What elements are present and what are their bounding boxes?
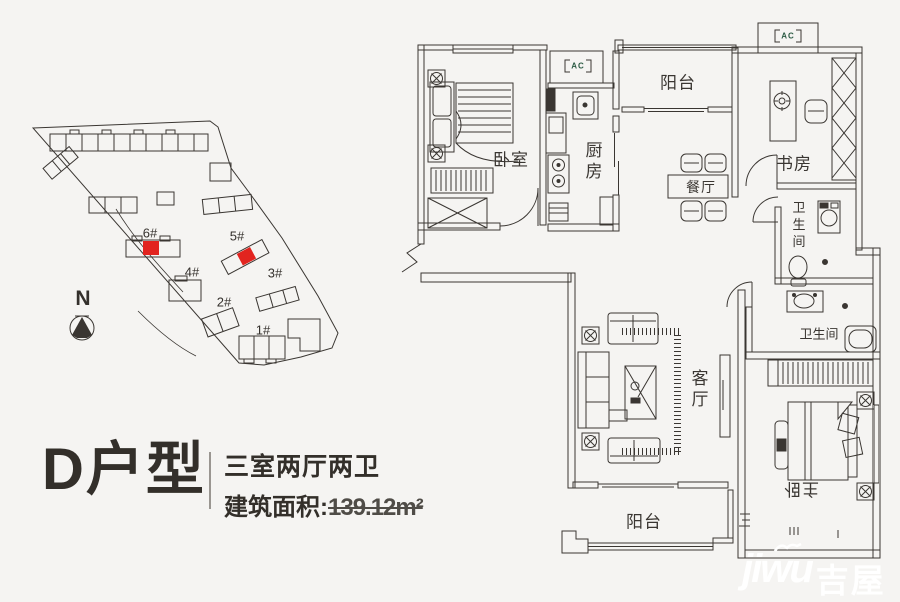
north-label: N (75, 287, 91, 310)
room-label-balcony-top: 阳台 (660, 73, 696, 93)
walls (401, 22, 881, 559)
ac-unit-label: AC (571, 61, 585, 71)
wardrobe (430, 167, 494, 194)
building-L (287, 318, 321, 352)
building-4 (168, 275, 202, 302)
watermark-bird-icon (773, 542, 802, 552)
area-label: 建筑面积: (224, 494, 328, 521)
building-cluster (88, 191, 254, 216)
building-2 (200, 307, 240, 338)
room-label-bathroom-1: 卫生间 (790, 200, 806, 252)
windows (452, 44, 880, 484)
building-6 (125, 235, 181, 258)
room-label-balcony-bottom: 阳台 (626, 512, 662, 532)
title-specs: 三室两厅两卫 建筑面积:139.12m² (224, 447, 424, 522)
title-divider (209, 452, 211, 509)
building-label-2: 2# (216, 294, 232, 310)
unit-type-title: D户型 (42, 437, 206, 502)
watermark: jiwu 吉屋 (742, 549, 886, 602)
site-plan-svg (31, 120, 339, 366)
room-label-bedroom: 卧室 (493, 150, 529, 170)
area-spec: 建筑面积:139.12m² (224, 487, 424, 522)
bedroom-furniture (427, 69, 519, 229)
ac-unit-label: AC (781, 31, 795, 41)
building-left (42, 145, 79, 180)
master-furniture (767, 359, 875, 538)
building-label-1: 1# (255, 322, 271, 338)
building-row-top (49, 129, 209, 152)
coffee-table (624, 365, 657, 420)
wardrobe (777, 359, 874, 387)
area-value: 139.12m² (328, 494, 424, 521)
watermark-cn: 吉屋 (815, 562, 886, 599)
building-3 (255, 285, 300, 312)
doors (499, 133, 779, 308)
room-label-kitchen: 厨房 (582, 141, 602, 183)
site-road (137, 310, 197, 357)
building-label-6: 6# (142, 225, 158, 241)
watermark-latin: jiwu (742, 547, 814, 591)
stove (547, 154, 570, 194)
building-label-3: 3# (267, 265, 283, 281)
layout-spec: 三室两厅两卫 (224, 453, 381, 481)
title-block: D户型 (42, 441, 206, 499)
study-furniture (769, 57, 857, 181)
living-furniture (577, 312, 731, 464)
north-compass-icon (69, 315, 95, 341)
building-label-5: 5# (229, 228, 245, 244)
highlighted-unit-6 (143, 241, 159, 255)
wall-break-icon (739, 513, 750, 527)
closet (427, 197, 488, 229)
building-square (209, 162, 232, 182)
site-boundary (31, 120, 339, 366)
ac-symbol (564, 29, 802, 73)
room-label-bathroom-2: 卫生间 (799, 326, 839, 342)
bathtub (844, 325, 877, 353)
highlighted-unit-5 (236, 247, 257, 266)
bathroom1-fixtures (788, 200, 841, 287)
room-label-living: 客厅 (688, 369, 708, 411)
room-label-dining: 餐厅 (686, 179, 716, 195)
tv-console (719, 354, 731, 438)
dining-furniture (667, 153, 729, 222)
kitchen-furniture (545, 88, 614, 226)
room-label-study: 书房 (776, 154, 812, 174)
wardrobe (831, 57, 857, 181)
bathroom2-fixtures (786, 290, 877, 353)
room-label-master-bedroom: 主卧 (783, 479, 819, 499)
wall-break-icon (401, 243, 422, 273)
building-1 (238, 335, 286, 364)
building-5 (220, 238, 270, 276)
building-label-4: 4# (184, 264, 200, 280)
floor-plan-svg (401, 22, 881, 559)
